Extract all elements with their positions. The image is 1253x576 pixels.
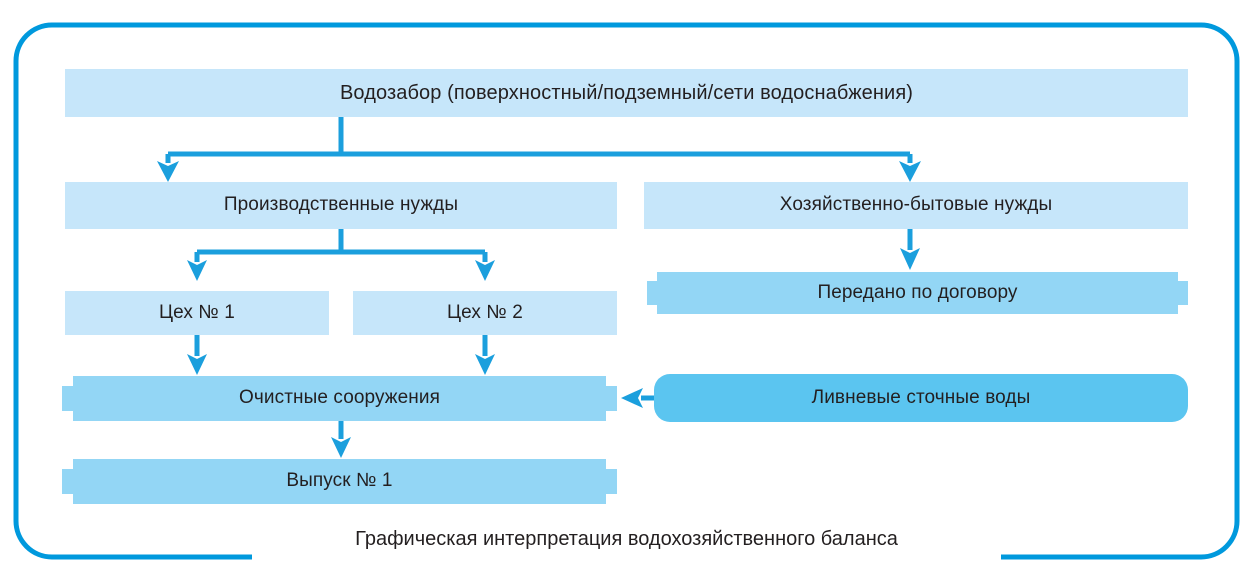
edge-shop1-treatment	[187, 335, 207, 375]
node-shop-2-label: Цех № 2	[447, 301, 523, 323]
node-shop-1-label: Цех № 1	[159, 301, 235, 323]
edge-intake-split	[157, 117, 921, 182]
node-outlet-1[interactable]: Выпуск № 1	[62, 459, 617, 504]
node-storm-water-label: Ливневые сточные воды	[811, 386, 1031, 408]
node-production-label: Производственные нужды	[223, 194, 459, 216]
node-treatment-facilities-label: Очистные сооружения	[239, 387, 440, 409]
edge-stormwater-treatment	[621, 388, 654, 408]
node-production[interactable]: Производственные нужды	[65, 182, 617, 229]
node-contract-transfer[interactable]: Передано по договору	[647, 272, 1188, 314]
node-domestic-label: Хозяйственно-бытовые нужды	[779, 194, 1053, 216]
diagram-caption: Графическая интерпретация водохозяйствен…	[355, 528, 898, 550]
node-shop-2[interactable]: Цех № 2	[353, 291, 617, 335]
node-storm-water[interactable]: Ливневые сточные воды	[654, 374, 1188, 422]
node-outlet-1-label: Выпуск № 1	[286, 470, 393, 492]
node-intake-label: Водозабор (поверхностный/подземный/сети …	[339, 82, 914, 104]
node-domestic[interactable]: Хозяйственно-бытовые нужды	[644, 182, 1188, 229]
edge-shop2-treatment	[475, 335, 495, 375]
edge-domestic-contract	[900, 229, 920, 270]
node-shop-1[interactable]: Цех № 1	[65, 291, 329, 335]
node-contract-transfer-label: Передано по договору	[817, 281, 1018, 303]
node-intake[interactable]: Водозабор (поверхностный/подземный/сети …	[65, 69, 1188, 117]
edge-production-split	[187, 229, 495, 281]
edge-treatment-outlet	[331, 421, 351, 458]
node-treatment-facilities[interactable]: Очистные сооружения	[62, 376, 617, 421]
